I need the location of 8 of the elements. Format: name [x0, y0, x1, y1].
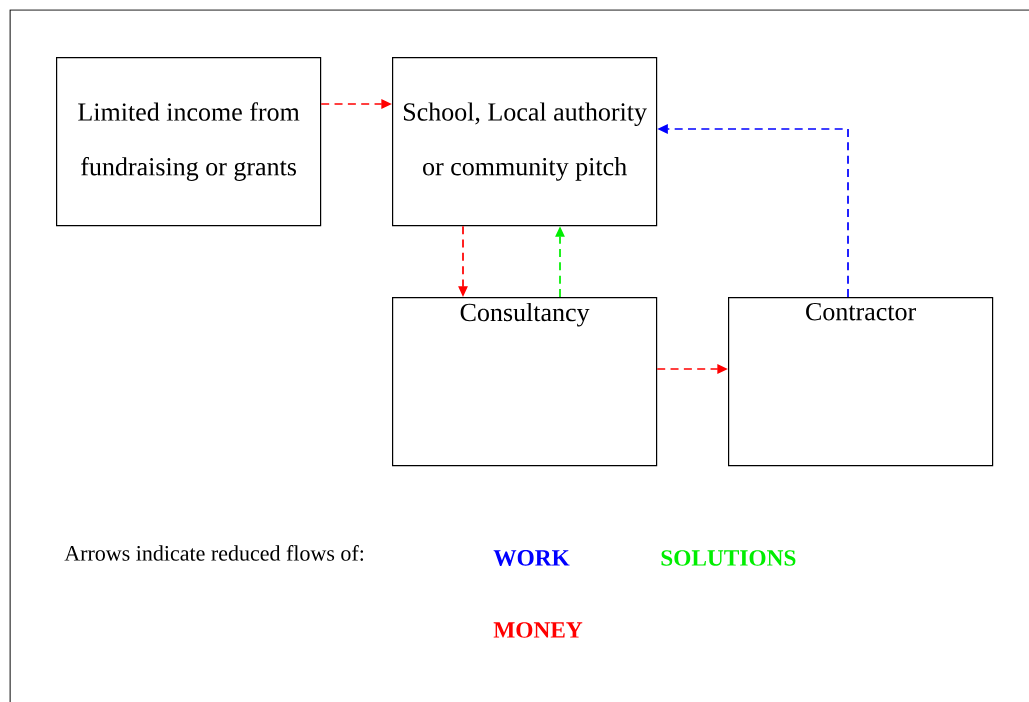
- legend-entry: SOLUTIONS: [661, 550, 796, 566]
- process-box: Consultancy: [392, 297, 658, 467]
- legend-entry: MONEY: [493, 622, 583, 638]
- process-box: Limited income from fundraising or grants: [56, 57, 322, 227]
- process-box: Contractor: [728, 297, 994, 467]
- process-box: School, Local authority or community pitch: [392, 57, 658, 227]
- note: Arrows indicate reduced flows of:: [64, 545, 364, 561]
- legend-entry: WORK: [493, 550, 570, 566]
